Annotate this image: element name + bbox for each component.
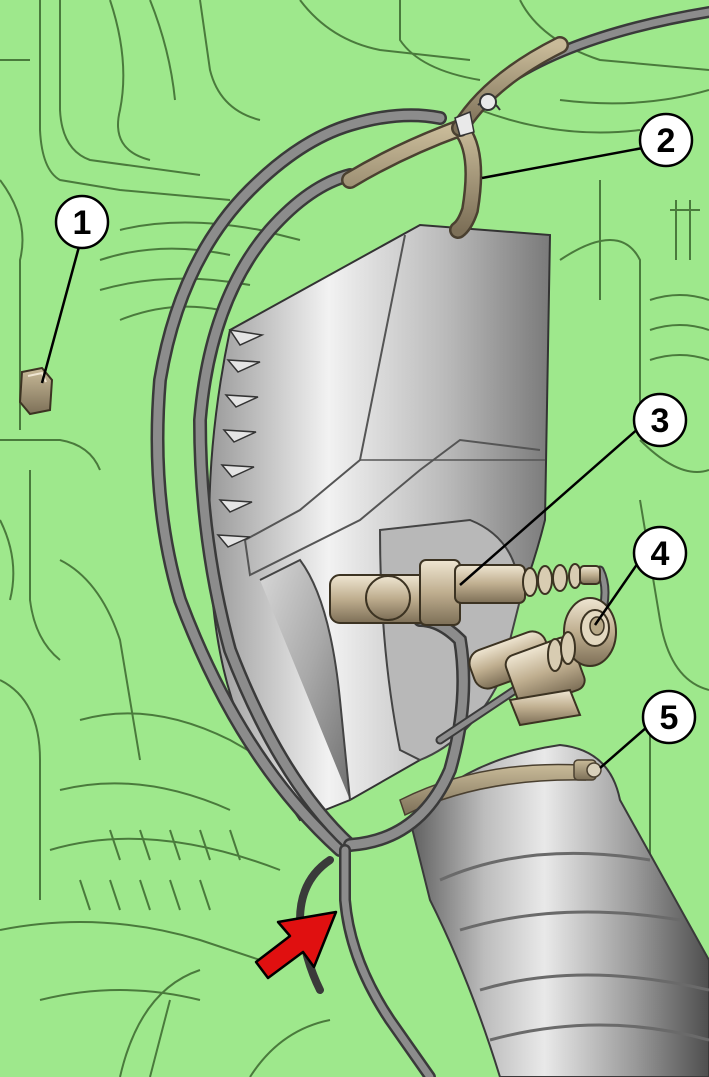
svg-text:1: 1 bbox=[73, 204, 92, 242]
vacuum-hose-y-junction bbox=[341, 36, 569, 239]
callout-1: 1 bbox=[54, 194, 110, 250]
svg-text:5: 5 bbox=[660, 699, 679, 737]
hose-clamp bbox=[399, 759, 602, 817]
callout-4: 4 bbox=[632, 525, 688, 581]
electrical-connector bbox=[329, 559, 601, 626]
callout-3: 3 bbox=[632, 392, 688, 448]
red-arrow-icon bbox=[254, 910, 338, 980]
callout-2: 2 bbox=[638, 112, 694, 168]
air-intake-duct bbox=[408, 743, 709, 1077]
hose-clip-icon bbox=[479, 93, 497, 111]
callouts: 1 2 3 4 5 bbox=[54, 112, 697, 745]
clamp-screw-icon bbox=[586, 762, 602, 778]
svg-text:4: 4 bbox=[651, 535, 670, 573]
svg-text:3: 3 bbox=[651, 402, 670, 440]
callout-5: 5 bbox=[641, 689, 697, 745]
callout-leader-lines bbox=[40, 145, 656, 769]
sensor-connector bbox=[468, 597, 617, 727]
svg-text:2: 2 bbox=[657, 122, 676, 160]
nut-fastener bbox=[18, 366, 54, 416]
